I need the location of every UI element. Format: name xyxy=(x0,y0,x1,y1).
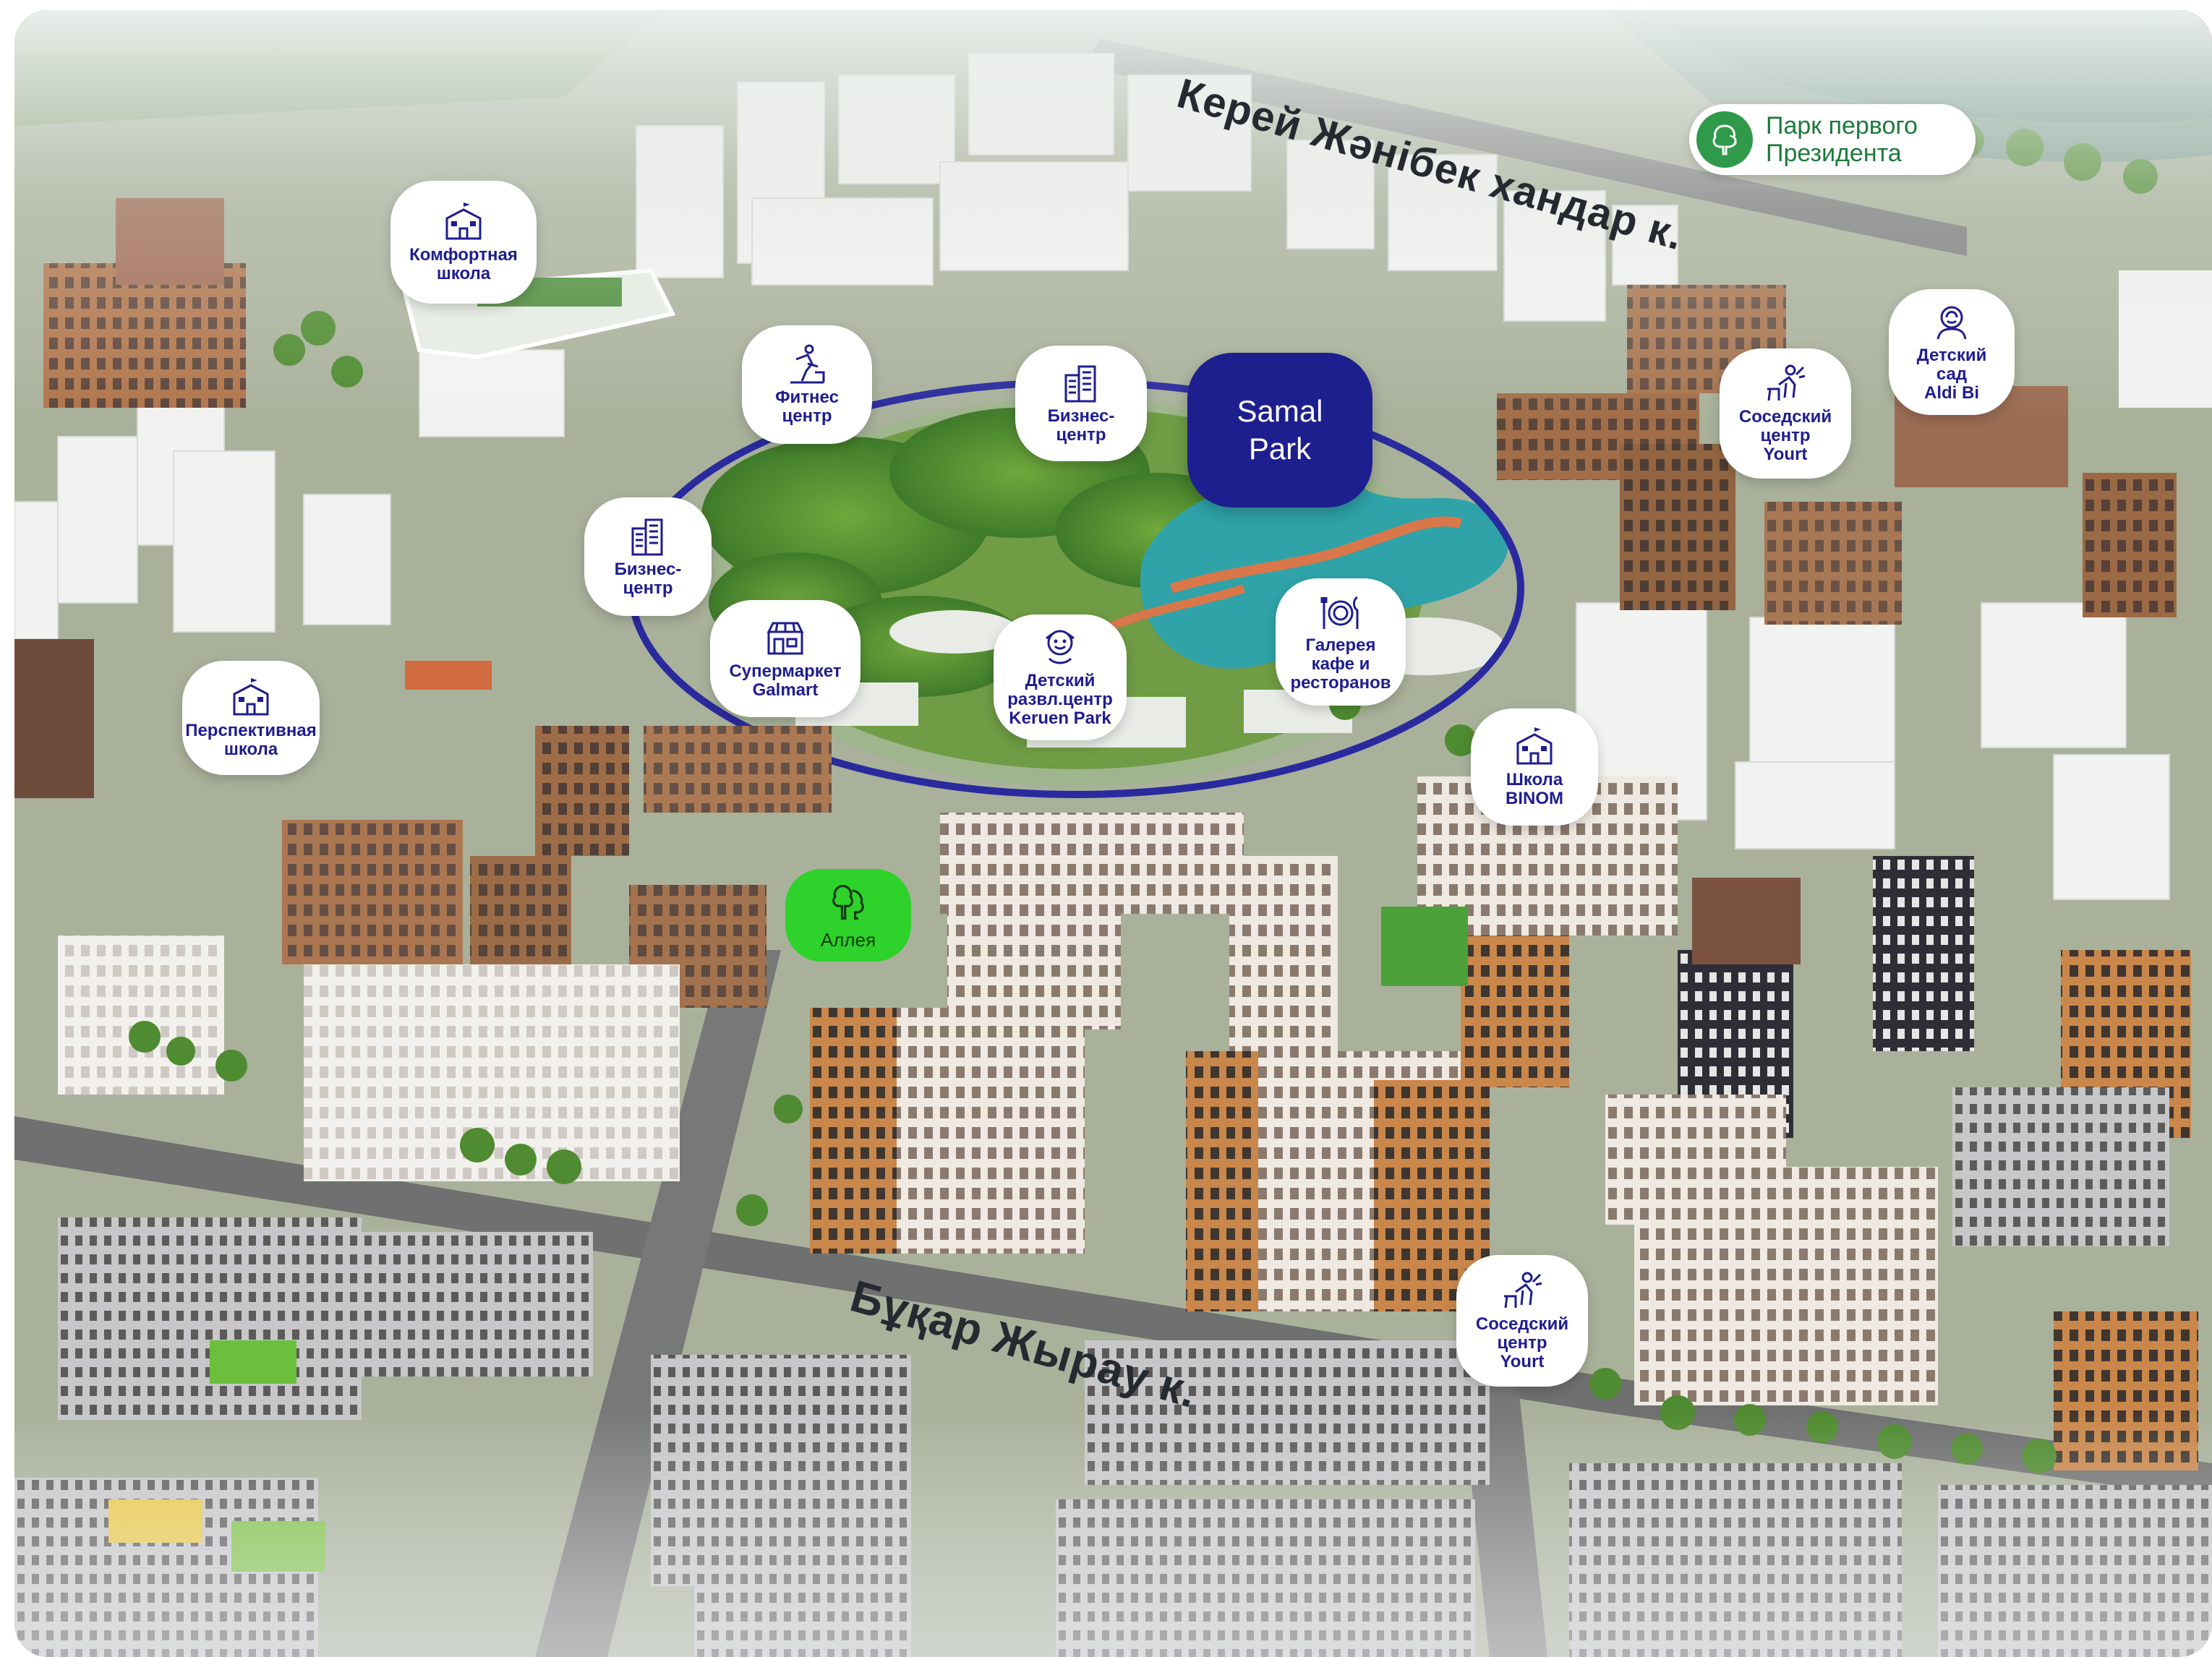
poi-label: Бизнес-центр xyxy=(614,560,682,598)
aerial-scene xyxy=(14,10,2212,1657)
kids-entertainment-icon xyxy=(1046,630,1075,664)
alleya-label: Аллея xyxy=(820,928,876,951)
fitness-icon xyxy=(790,344,825,384)
kindergarten-icon xyxy=(1936,306,1967,340)
business-center-icon xyxy=(631,518,663,556)
poi-label: Бизнес-центр xyxy=(1047,406,1115,445)
poi-alleya[interactable]: Аллея xyxy=(785,869,911,962)
map-panel: Керей Жәнібек хандар к. Бұқар Жырау к. S… xyxy=(14,10,2212,1657)
neighborhood-center-icon xyxy=(1767,364,1806,401)
samal-park-line2: Park xyxy=(1248,432,1312,466)
poi-business-center-left[interactable]: Бизнес-центр xyxy=(584,497,712,616)
park-badge-line2: Президента xyxy=(1766,140,1902,167)
tree-icon xyxy=(832,884,864,920)
samal-park-line1: Samal xyxy=(1237,394,1323,428)
park-first-president-badge[interactable]: Парк первого Президента xyxy=(1689,104,1976,175)
park-badge-line1: Парк первого xyxy=(1766,112,1918,140)
school-icon xyxy=(445,202,482,240)
neighborhood-center-icon xyxy=(1504,1272,1542,1309)
restaurant-icon xyxy=(1320,596,1359,629)
business-center-icon xyxy=(1064,365,1096,403)
supermarket-icon xyxy=(766,622,804,655)
samal-park-label[interactable]: Samal Park xyxy=(1187,353,1372,508)
tree-icon xyxy=(1696,111,1753,168)
poi-business-center-top[interactable]: Бизнес-центр xyxy=(1015,346,1147,461)
school-icon xyxy=(1516,727,1553,765)
school-icon xyxy=(233,678,269,716)
